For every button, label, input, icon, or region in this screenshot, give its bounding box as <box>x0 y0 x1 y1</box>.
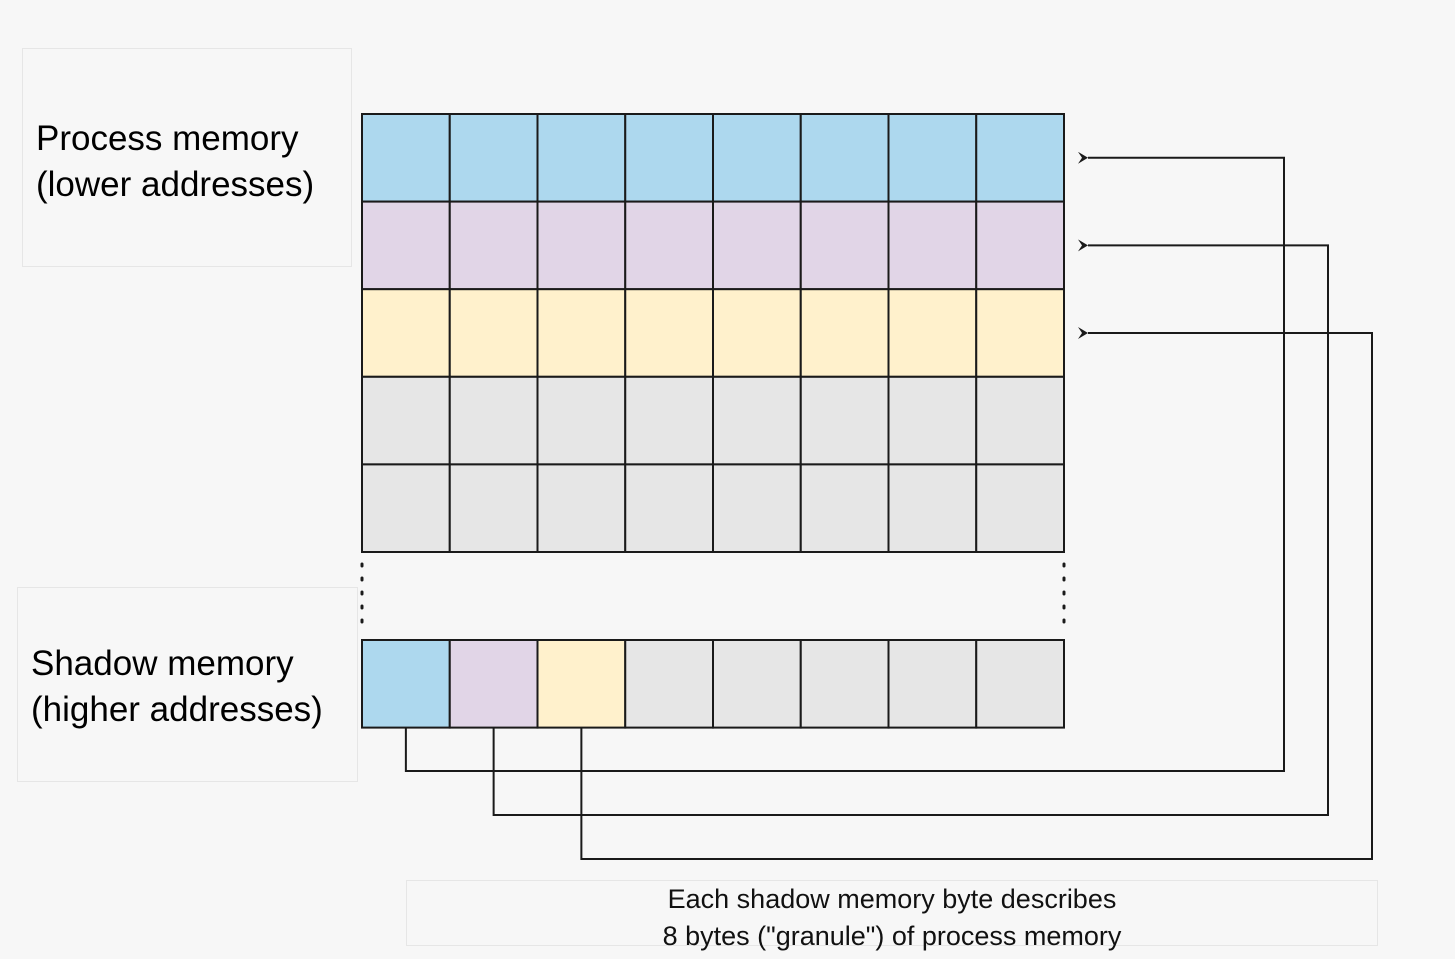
process-byte-cell <box>975 375 1065 466</box>
process-byte-cell <box>536 375 627 466</box>
mapping-arrows <box>404 151 1373 860</box>
process-byte-cell <box>624 288 714 378</box>
shadow-byte-cell <box>712 639 802 729</box>
process-byte-cell <box>975 200 1065 291</box>
process-byte-cell <box>799 375 890 466</box>
process-byte-cell <box>887 463 978 553</box>
process-byte-cell <box>361 375 451 466</box>
process-byte-cell <box>361 113 451 203</box>
process-byte-cell <box>712 288 802 378</box>
process-byte-cell <box>712 463 802 553</box>
caption-line-1: Each shadow memory byte describes <box>667 884 1117 914</box>
process-byte-cell <box>712 113 802 203</box>
mapping-arrow <box>404 151 1285 772</box>
process-byte-cell <box>975 113 1065 203</box>
process-byte-cell <box>887 375 978 466</box>
process-byte-cell <box>799 113 890 203</box>
process-byte-cell <box>887 113 978 203</box>
process-byte-cell <box>887 200 978 291</box>
process-byte-cell <box>799 463 890 553</box>
caption: Each shadow memory byte describes 8 byte… <box>406 880 1378 951</box>
shadow-memory-title: Shadow memory <box>31 644 294 683</box>
process-byte-cell <box>448 200 539 291</box>
ellipsis-dots <box>360 562 1066 632</box>
shadow-byte-cell <box>448 639 539 729</box>
process-byte-cell <box>887 288 978 378</box>
process-memory-grid <box>361 113 1065 553</box>
process-byte-cell <box>361 288 451 378</box>
shadow-byte-cell <box>799 639 890 729</box>
process-byte-cell <box>712 200 802 291</box>
process-byte-cell <box>448 463 539 553</box>
mapping-arrow <box>492 239 1329 816</box>
shadow-memory-label: Shadow memory (higher addresses) <box>17 587 358 782</box>
process-byte-cell <box>624 463 714 553</box>
process-byte-cell <box>712 375 802 466</box>
shadow-byte-cell <box>887 639 978 729</box>
process-memory-title: Process memory <box>36 119 299 158</box>
process-byte-cell <box>624 200 714 291</box>
shadow-memory-subtitle: (higher addresses) <box>31 690 323 729</box>
process-byte-cell <box>361 463 451 553</box>
process-memory-label: Process memory (lower addresses) <box>22 48 352 267</box>
process-byte-cell <box>448 113 539 203</box>
shadow-memory-row <box>361 639 1065 729</box>
process-byte-cell <box>448 288 539 378</box>
process-byte-cell <box>536 288 627 378</box>
process-byte-cell <box>624 375 714 466</box>
process-byte-cell <box>799 200 890 291</box>
shadow-byte-cell <box>624 639 714 729</box>
shadow-byte-cell <box>536 639 627 729</box>
process-byte-cell <box>624 113 714 203</box>
process-byte-cell <box>448 375 539 466</box>
process-byte-cell <box>361 200 451 291</box>
process-byte-cell <box>536 200 627 291</box>
process-byte-cell <box>536 113 627 203</box>
process-byte-cell <box>536 463 627 553</box>
process-byte-cell <box>975 288 1065 378</box>
shadow-byte-cell <box>975 639 1065 729</box>
process-byte-cell <box>975 463 1065 553</box>
process-byte-cell <box>799 288 890 378</box>
caption-line-2: 8 bytes ("granule") of process memory <box>662 921 1122 951</box>
shadow-byte-cell <box>361 639 451 729</box>
process-memory-subtitle: (lower addresses) <box>36 165 315 204</box>
mapping-arrow <box>580 327 1373 860</box>
